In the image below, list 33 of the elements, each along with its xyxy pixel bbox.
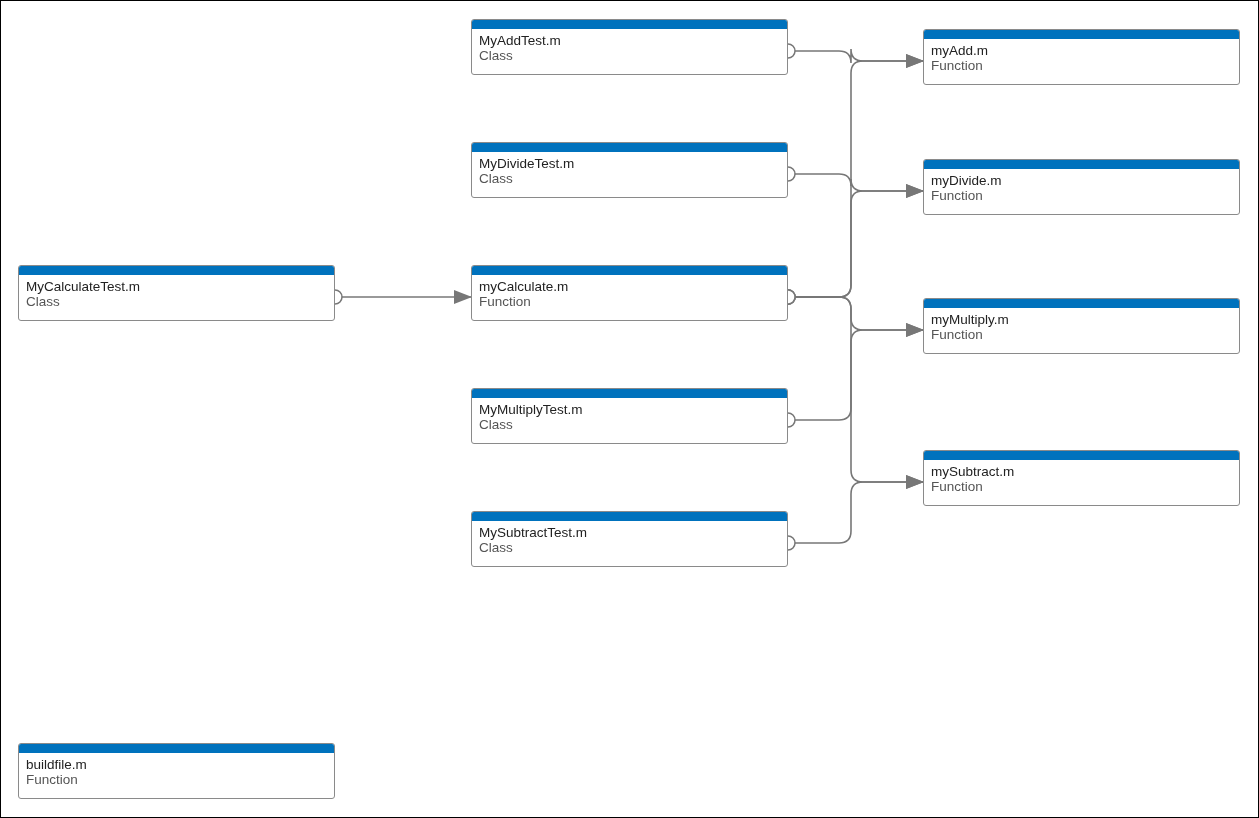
file-card bbox=[471, 511, 788, 567]
file-name: MyAddTest.m bbox=[479, 33, 562, 48]
file-name: myCalculate.m bbox=[479, 279, 570, 294]
file-card bbox=[923, 29, 1240, 85]
file-type: Function bbox=[931, 188, 984, 203]
file-type: Function bbox=[931, 479, 984, 494]
file-type: Class bbox=[479, 540, 514, 555]
file-card bbox=[471, 265, 788, 321]
file-card bbox=[923, 159, 1240, 215]
file-card bbox=[471, 388, 788, 444]
file-name: mySubtract.m bbox=[931, 464, 1016, 479]
file-name: myDivide.m bbox=[931, 173, 1003, 188]
file-type: Function bbox=[931, 327, 984, 342]
file-name: MyMultiplyTest.m bbox=[479, 402, 584, 417]
file-name: MyDivideTest.m bbox=[479, 156, 576, 171]
file-type: Class bbox=[479, 48, 514, 63]
file-type: Class bbox=[26, 294, 61, 309]
file-type: Function bbox=[26, 772, 79, 787]
file-type: Function bbox=[931, 58, 984, 73]
file-type: Function bbox=[479, 294, 532, 309]
file-card bbox=[18, 743, 335, 799]
file-type: Class bbox=[479, 417, 514, 432]
file-card bbox=[471, 142, 788, 198]
file-name: MyCalculateTest.m bbox=[26, 279, 142, 294]
file-name: MySubtractTest.m bbox=[479, 525, 589, 540]
file-card bbox=[471, 19, 788, 75]
file-name: myMultiply.m bbox=[931, 312, 1010, 327]
file-card bbox=[923, 298, 1240, 354]
file-type: Class bbox=[479, 171, 514, 186]
file-name: buildfile.m bbox=[26, 757, 88, 772]
file-card bbox=[18, 265, 335, 321]
file-name: myAdd.m bbox=[931, 43, 989, 58]
file-card bbox=[923, 450, 1240, 506]
